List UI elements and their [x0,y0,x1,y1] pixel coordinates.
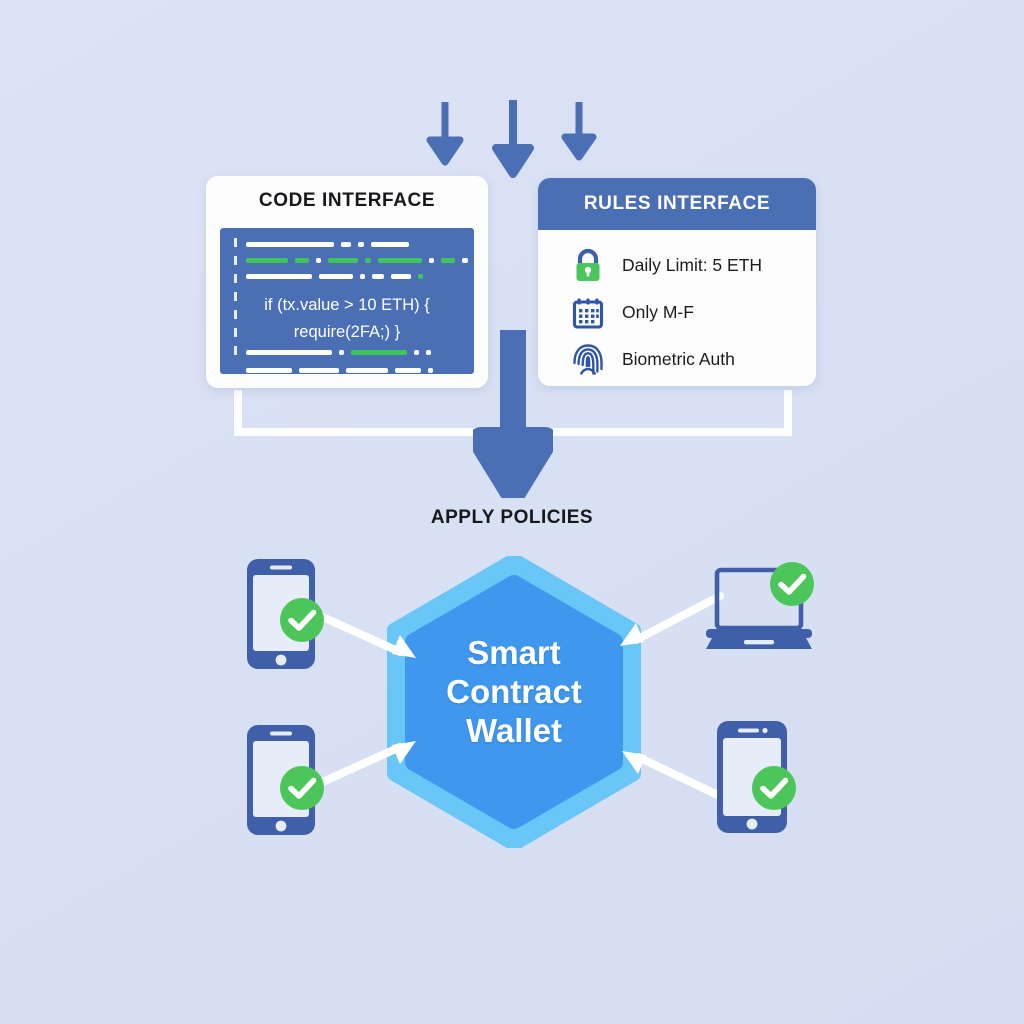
rules-interface-header: RULES INTERFACE [538,178,816,230]
code-dash [414,350,419,355]
code-dash [441,258,455,263]
code-dash [339,350,344,355]
code-dash [358,242,364,247]
code-dash [418,274,423,279]
input-arrow-3 [561,102,597,161]
code-dash [426,350,431,355]
code-gutter-icon [234,238,237,364]
code-dash [328,258,358,263]
arrow-top-left-to-hex [312,610,416,658]
check-circle-icon [752,766,796,810]
check-circle-icon [280,598,324,642]
code-dash [428,368,433,373]
fingerprint-icon [568,340,608,380]
arrow-bottom-right-to-hex [622,751,726,801]
rule-label-daily-limit: Daily Limit: 5 ETH [622,255,763,275]
lock-icon [568,246,608,286]
rules-interface-panel[interactable]: RULES INTERFACE Daily Limit: 5 ETH [538,178,816,386]
rule-item-daily-limit[interactable]: Daily Limit: 5 ETH [538,242,816,289]
rule-label-biometric-auth: Biometric Auth [622,349,735,369]
rule-label-only-mf: Only M-F [622,302,694,322]
code-dash [395,368,421,373]
code-dash [295,258,309,263]
code-dash [319,274,353,279]
code-dash [372,274,384,279]
code-dash [246,350,332,355]
code-dash [391,274,411,279]
code-line-2: require(2FA;) } [293,323,401,341]
code-interface-title: CODE INTERFACE [258,190,436,211]
device-phone-bottom-right[interactable] [714,718,796,836]
input-arrow-2 [492,100,534,178]
code-editor-area[interactable]: if (tx.value > 10 ETH) { require(2FA;) } [220,228,474,374]
code-dash [429,258,434,263]
device-phone-bottom-left[interactable] [244,722,324,838]
rules-list: Daily Limit: 5 ETH [538,230,816,383]
rule-item-biometric-auth[interactable]: Biometric Auth [538,336,816,383]
rule-item-only-mf[interactable]: Only M-F [538,289,816,336]
code-dash [246,258,288,263]
device-laptop-top-right[interactable] [704,562,814,658]
code-dash [462,258,468,263]
rules-interface-title: RULES INTERFACE [583,193,771,214]
code-line-1: if (tx.value > 10 ETH) { [264,296,430,314]
check-circle-icon [770,562,814,606]
device-phone-top-left[interactable] [244,556,324,672]
smart-contract-wallet-node[interactable]: Smart Contract Wallet [386,556,642,848]
code-dash [360,274,365,279]
code-dash [378,258,422,263]
code-dash [346,368,388,373]
apply-policies-label: APPLY POLICIES [430,507,594,528]
code-dash [371,242,409,247]
apply-policies-arrow [473,330,553,498]
code-dash [341,242,351,247]
code-interface-panel[interactable]: CODE INTERFACE if (tx.value > 10 ETH) { … [206,176,488,388]
code-dash [351,350,407,355]
code-dash [299,368,339,373]
code-dash [365,258,371,263]
arrow-bottom-left-to-hex [312,741,416,789]
code-dash [246,368,292,373]
code-dash [246,274,312,279]
calendar-icon [568,293,608,333]
code-dash [316,258,321,263]
arrow-top-right-to-hex [620,592,724,646]
code-dash [246,242,334,247]
input-arrow-1 [426,102,464,166]
check-circle-icon [280,766,324,810]
hexagon-shape [387,556,641,848]
